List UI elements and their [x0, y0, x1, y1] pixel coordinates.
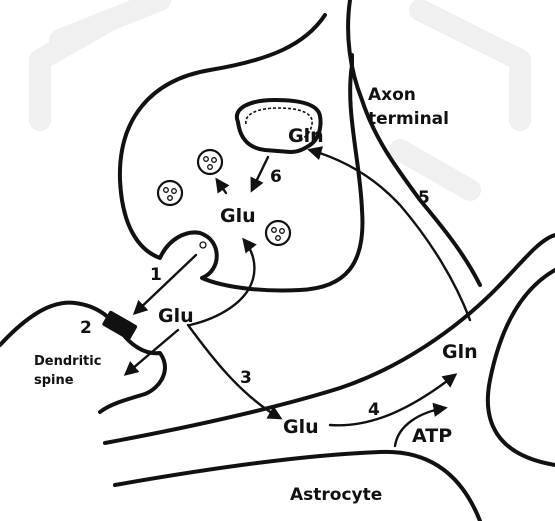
glu-astrocyte-label: Glu [283, 416, 319, 438]
watermark-logo [40, 0, 520, 190]
dendritic-spine-label-line2: spine [34, 373, 74, 388]
axon-terminal-label: Axon terminal [368, 85, 449, 129]
fusing-vesicle [200, 242, 206, 248]
astrocyte-label: Astrocyte [290, 485, 382, 505]
arrow-glu-to-vesicle [217, 180, 226, 193]
arrow-gln-to-glu [252, 157, 268, 190]
arrow-glu-to-gln [330, 375, 455, 425]
astrocyte-right-membrane [488, 270, 555, 465]
gln-astrocyte-label: Gln [442, 341, 478, 363]
dendritic-spine-label: Dendritic spine [34, 354, 106, 388]
axon-shaft-membrane [348, 0, 480, 285]
gln-terminal-label: Gln [288, 125, 324, 147]
dendritic-spine-label-line1: Dendritic [34, 354, 101, 369]
step-3-label: 3 [240, 368, 252, 388]
step-4-label: 4 [368, 400, 380, 420]
axon-terminal-membrane [120, 15, 363, 291]
step-5-label: 5 [418, 188, 430, 208]
axon-terminal-label-line2: terminal [368, 109, 449, 129]
axon-terminal-label-line1: Axon [368, 85, 416, 105]
atp-label: ATP [412, 425, 452, 447]
synaptic-vesicle [198, 150, 222, 174]
glu-cleft-label: Glu [158, 305, 194, 327]
synaptic-vesicle [158, 181, 182, 205]
synaptic-vesicle [266, 221, 290, 245]
glu-terminal-label: Glu [220, 205, 256, 227]
arrow-glu-to-astrocyte [188, 325, 280, 418]
step-6-label: 6 [270, 167, 282, 187]
step-2-label: 2 [80, 318, 92, 338]
arrow-glu-to-dendrite [126, 330, 178, 374]
step-1-label: 1 [150, 265, 162, 285]
